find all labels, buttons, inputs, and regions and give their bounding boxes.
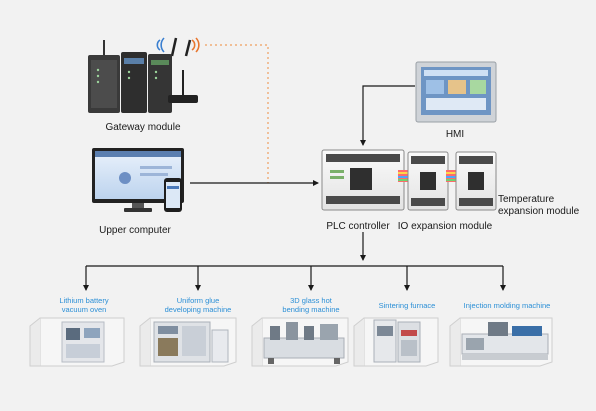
temperature-expansion-label-line1: Temperature xyxy=(498,194,555,205)
io-expansion-label: IO expansion module xyxy=(398,221,493,232)
sintering-furnace-icon xyxy=(353,317,439,367)
machine-label-line1: 3D glass hot xyxy=(290,296,333,305)
hmi-to-plc-arrow xyxy=(360,85,415,146)
upper-computer: Upper computer xyxy=(92,148,184,236)
io-expansion-module: IO expansion module xyxy=(398,151,493,232)
wireless-link xyxy=(205,44,269,183)
wifi-signal-icon xyxy=(156,37,200,53)
machine-label-line2: vacuum oven xyxy=(62,305,107,314)
gateway-device-icon xyxy=(88,37,198,113)
ribbon-cable-icon xyxy=(446,170,456,182)
temperature-expansion-module: Temperature expansion module xyxy=(446,151,580,217)
upper-computer-label: Upper computer xyxy=(99,225,171,236)
hmi-label: HMI xyxy=(446,129,464,140)
io-expansion-icon xyxy=(407,151,449,211)
machine-injection-molding-machine: Injection molding machine xyxy=(449,301,553,367)
vacuum-oven-icon xyxy=(29,317,125,367)
hmi: HMI xyxy=(415,61,497,140)
machine-label-line2: bending machine xyxy=(282,305,339,314)
glass-bending-machine-icon xyxy=(251,317,349,367)
machine-sintering-furnace: Sintering furnace xyxy=(353,301,439,367)
connectors xyxy=(83,44,506,291)
glue-developing-machine-icon xyxy=(139,317,237,367)
machine-3d-glass-hot-bending-machine: 3D glass hot bending machine xyxy=(251,296,349,367)
plc-controller: PLC controller xyxy=(321,149,405,232)
plc-controller-label: PLC controller xyxy=(326,221,390,232)
hmi-panel-icon xyxy=(415,61,497,123)
machine-label-line1: Injection molding machine xyxy=(464,301,551,310)
machine-uniform-glue-developing-machine: Uniform glue developing machine xyxy=(139,296,237,367)
ribbon-cable-icon xyxy=(398,170,408,182)
injection-molding-machine-icon xyxy=(449,317,553,367)
gateway-module-label: Gateway module xyxy=(105,122,180,133)
temperature-expansion-label-line2: expansion module xyxy=(498,206,580,217)
plc-controller-icon xyxy=(321,149,405,211)
machine-label-line1: Lithium battery xyxy=(59,296,108,305)
machine-label-line1: Sintering furnace xyxy=(379,301,436,310)
temperature-expansion-icon xyxy=(455,151,497,211)
machine-lithium-battery-vacuum-oven: Lithium battery vacuum oven xyxy=(29,296,125,367)
gateway-module: Gateway module xyxy=(88,37,200,133)
machine-label-line1: Uniform glue xyxy=(177,296,220,305)
smartphone-icon xyxy=(164,178,182,212)
machine-label-line2: developing machine xyxy=(165,305,232,314)
